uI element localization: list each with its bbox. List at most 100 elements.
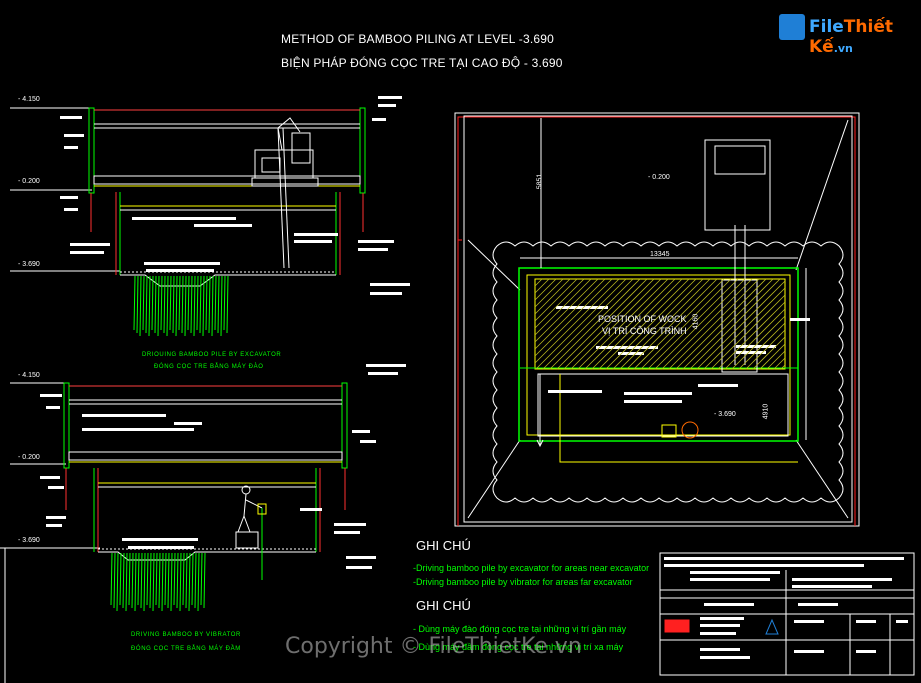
caption-vibrator-en: DRIVING BAMBOO BY VIBRATOR: [131, 632, 241, 638]
bamboo-pile: [205, 275, 208, 331]
bamboo-pile: [166, 275, 169, 337]
bamboo-pile: [164, 552, 167, 606]
left-wall: [63, 382, 70, 469]
bamboo-pile: [196, 275, 199, 331]
title-line-2: BIỆN PHÁP ĐÓNG CỌC TRE TẠI CAO ĐỘ - 3.69…: [281, 56, 563, 70]
plan-level-b: - 3.690: [714, 411, 736, 418]
bamboo-pile: [191, 552, 194, 606]
bamboo-pile: [188, 552, 191, 612]
notes-heading-2: GHI CHÚ: [416, 598, 471, 613]
section-vibrator: [10, 382, 348, 561]
bamboo-pile: [113, 552, 116, 609]
bamboo-pile: [170, 552, 173, 612]
bamboo-pile: [197, 552, 200, 612]
note-item: -Driving bamboo pile by vibrator for are…: [413, 577, 633, 587]
title-block: [0, 547, 915, 683]
bamboo-pile: [223, 275, 226, 331]
caption-excavator-vi: ĐÓNG CỌC TRE BẰNG MÁY ĐÀO: [154, 364, 264, 370]
title-line-1: METHOD OF BAMBOO PILING AT LEVEL -3.690: [281, 32, 554, 46]
level-label: - 3.690: [18, 261, 40, 268]
bamboo-pile: [146, 552, 149, 606]
bamboo-pile: [199, 275, 202, 334]
bamboo-piles-bottom: [110, 552, 206, 612]
note-item: -Driving bamboo pile by excavator for ar…: [413, 563, 650, 573]
bamboo-pile: [184, 275, 187, 337]
bamboo-pile: [172, 275, 175, 334]
vibrator-icon: [661, 421, 699, 439]
bamboo-pile: [151, 275, 154, 331]
plan-dim-side-b: 4910: [762, 403, 770, 420]
plan-dim-side-a: 4160: [692, 313, 700, 330]
note-item: - Dùng máy đầm đóng cọc tre tại những vị…: [413, 642, 624, 652]
bamboo-pile: [110, 552, 113, 606]
bamboo-piles-top: [133, 275, 229, 337]
bamboo-pile: [125, 552, 128, 612]
notes-heading-1: GHI CHÚ: [416, 538, 471, 553]
bamboo-pile: [160, 275, 163, 331]
bamboo-pile: [200, 552, 203, 606]
bamboo-pile: [157, 275, 160, 337]
work-position-area: [534, 278, 786, 370]
bamboo-pile: [137, 552, 140, 606]
bamboo-pile: [176, 552, 179, 609]
worker-icon: [235, 485, 267, 580]
bamboo-pile: [148, 275, 151, 337]
bamboo-pile: [202, 275, 205, 337]
bamboo-pile: [181, 275, 184, 334]
bamboo-pile: [149, 552, 152, 609]
bamboo-pile: [208, 275, 211, 334]
watermark: Copyright © FileThietKe.vn: [285, 634, 582, 659]
right-wall: [359, 107, 366, 194]
bamboo-pile: [185, 552, 188, 609]
caption-excavator-en: DRIOUING BAMBOO PILE BY EXCAVATOR: [142, 352, 282, 358]
bamboo-pile: [167, 552, 170, 609]
plan-position-vi: VỊ TRÍ CÔNG TRÌNH: [602, 326, 687, 336]
bamboo-pile: [131, 552, 134, 609]
bamboo-pile: [136, 275, 139, 334]
bamboo-pile: [179, 552, 182, 612]
bamboo-pile: [133, 275, 136, 331]
bamboo-pile: [214, 275, 217, 331]
level-label: - 0.200: [18, 178, 40, 185]
redacted-labels: [40, 96, 908, 659]
bamboo-pile: [173, 552, 176, 606]
logo-text: FileThiết Kế.vn: [809, 17, 893, 57]
bamboo-pile: [119, 552, 122, 606]
bamboo-pile: [194, 552, 197, 609]
plan-dim-top: 13345: [650, 251, 670, 258]
bamboo-pile: [182, 552, 185, 606]
bamboo-pile: [175, 275, 178, 337]
bamboo-pile: [122, 552, 125, 609]
bamboo-pile: [193, 275, 196, 337]
bamboo-pile: [134, 552, 137, 612]
bamboo-pile: [211, 275, 214, 337]
logo-mark-icon: [779, 14, 805, 40]
bamboo-pile: [220, 275, 223, 337]
note-item: - Dùng máy đào đóng cọc tre tại những vị…: [413, 624, 627, 634]
bamboo-pile: [139, 275, 142, 337]
bamboo-pile: [161, 552, 164, 612]
bamboo-pile: [169, 275, 172, 331]
sheet-pile-boundary: [492, 241, 844, 503]
hatch-pattern: [534, 278, 786, 370]
site-logo[interactable]: FileThiết Kế.vn: [779, 12, 915, 57]
bamboo-pile: [163, 275, 166, 334]
level-label: - 0.200: [18, 454, 40, 461]
caption-vibrator-vi: ĐÓNG CỌC TRE BẰNG MÁY ĐẦM: [131, 646, 241, 652]
bamboo-pile: [143, 552, 146, 612]
bamboo-pile: [116, 552, 119, 612]
bamboo-pile: [142, 275, 145, 331]
bamboo-pile: [155, 552, 158, 606]
bamboo-pile: [128, 552, 131, 606]
plan-position-en: POSITION OF WOCK: [598, 314, 687, 324]
bamboo-pile: [178, 275, 181, 331]
bamboo-pile: [158, 552, 161, 609]
right-wall: [341, 382, 348, 469]
level-label: - 4.150: [18, 96, 40, 103]
site-plan: [454, 112, 860, 527]
bamboo-pile: [140, 552, 143, 609]
excavator-icon: [251, 117, 319, 269]
level-label: - 3.690: [18, 537, 40, 544]
bamboo-pile: [217, 275, 220, 334]
